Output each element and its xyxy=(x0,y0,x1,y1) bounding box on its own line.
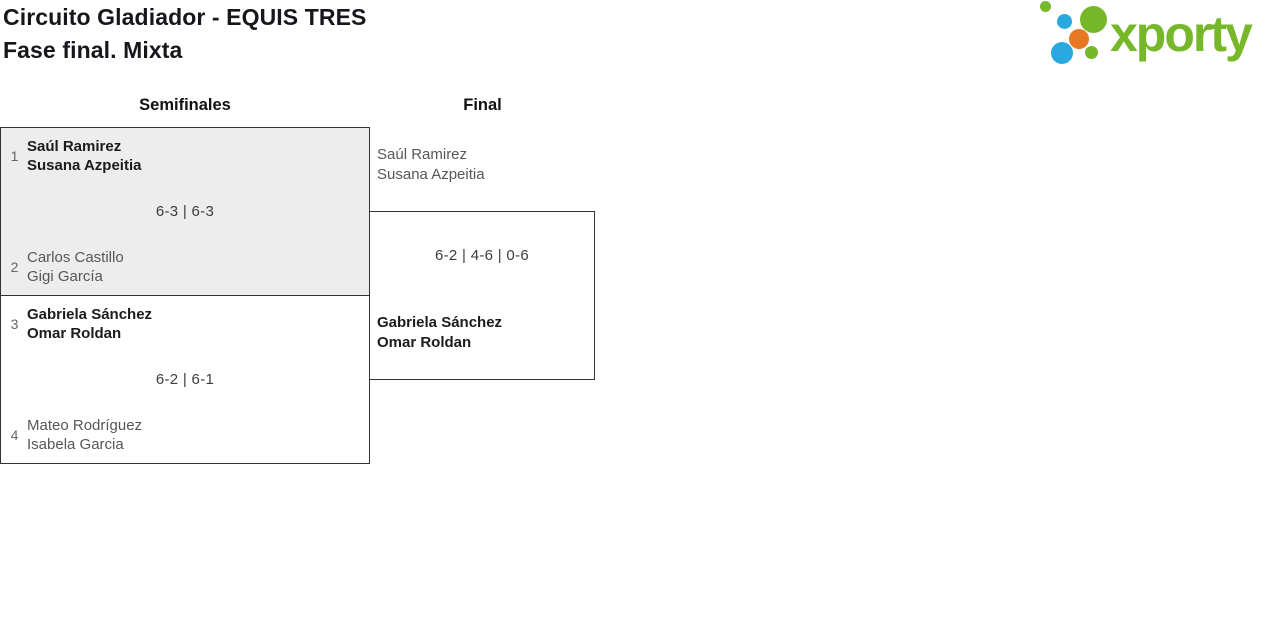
logo-dot-icon xyxy=(1085,46,1098,59)
player-name: Gabriela Sánchez xyxy=(27,306,153,323)
match-score: 6-2 | 4-6 | 0-6 xyxy=(434,247,529,264)
match-card-semifinal-1: 1 Saúl Ramirez Susana Azpeitia 6-3 | 6-3… xyxy=(0,127,370,296)
logo-wordmark: xporty xyxy=(1110,6,1253,62)
round-header-final: Final xyxy=(463,96,502,114)
seed-number: 4 xyxy=(10,427,19,443)
player-name: Susana Azpeitia xyxy=(377,165,485,183)
player-name: Gabriela Sánchez xyxy=(377,314,503,331)
player-name: Omar Roldan xyxy=(27,325,122,342)
logo-dot-icon xyxy=(1057,14,1072,29)
xporty-logo: xporty xyxy=(1040,0,1280,72)
player-name: Saúl Ramirez xyxy=(27,138,122,155)
team-players: Mateo Rodríguez Isabela Garcia xyxy=(27,416,142,454)
player-name: Carlos Castillo xyxy=(27,249,124,266)
seed-number: 3 xyxy=(10,316,19,332)
team-row: 4 Mateo Rodríguez Isabela Garcia xyxy=(9,416,142,454)
match-score: 6-3 | 6-3 xyxy=(155,203,215,220)
team-row: 1 Saúl Ramirez Susana Azpeitia xyxy=(9,137,142,175)
round-header-semifinals: Semifinales xyxy=(139,96,231,114)
player-name: Susana Azpeitia xyxy=(27,157,142,174)
match-card-semifinal-2: 3 Gabriela Sánchez Omar Roldan 6-2 | 6-1… xyxy=(0,295,370,464)
page-subtitle: Fase final. Mixta xyxy=(3,37,183,63)
logo-dot-icon xyxy=(1051,42,1073,64)
seed-number: 2 xyxy=(10,259,19,275)
player-name: Isabela Garcia xyxy=(27,436,124,453)
final-team-top: Saúl Ramirez Susana Azpeitia xyxy=(377,145,485,184)
team-row: 2 Carlos Castillo Gigi García xyxy=(9,248,124,286)
final-team-winner: Gabriela Sánchez Omar Roldan xyxy=(377,313,502,352)
logo-dot-icon xyxy=(1080,6,1107,33)
page-title: Circuito Gladiador - EQUIS TRES xyxy=(3,4,367,30)
team-players: Carlos Castillo Gigi García xyxy=(27,248,124,286)
match-score: 6-2 | 6-1 xyxy=(155,371,215,388)
logo-dot-icon xyxy=(1040,1,1051,12)
team-row: 3 Gabriela Sánchez Omar Roldan xyxy=(9,305,152,343)
player-name: Mateo Rodríguez xyxy=(27,417,143,434)
player-name: Omar Roldan xyxy=(377,333,472,351)
logo-dot-icon xyxy=(1069,29,1089,49)
page-header: Circuito Gladiador - EQUIS TRES Fase fin… xyxy=(3,1,366,67)
player-name: Saúl Ramirez xyxy=(377,146,468,163)
team-players: Saúl Ramirez Susana Azpeitia xyxy=(27,137,141,175)
player-name: Gigi García xyxy=(27,268,103,285)
team-players: Gabriela Sánchez Omar Roldan xyxy=(27,305,152,343)
seed-number: 1 xyxy=(10,148,19,164)
match-card-final: 6-2 | 4-6 | 0-6 Gabriela Sánchez Omar Ro… xyxy=(369,211,595,380)
